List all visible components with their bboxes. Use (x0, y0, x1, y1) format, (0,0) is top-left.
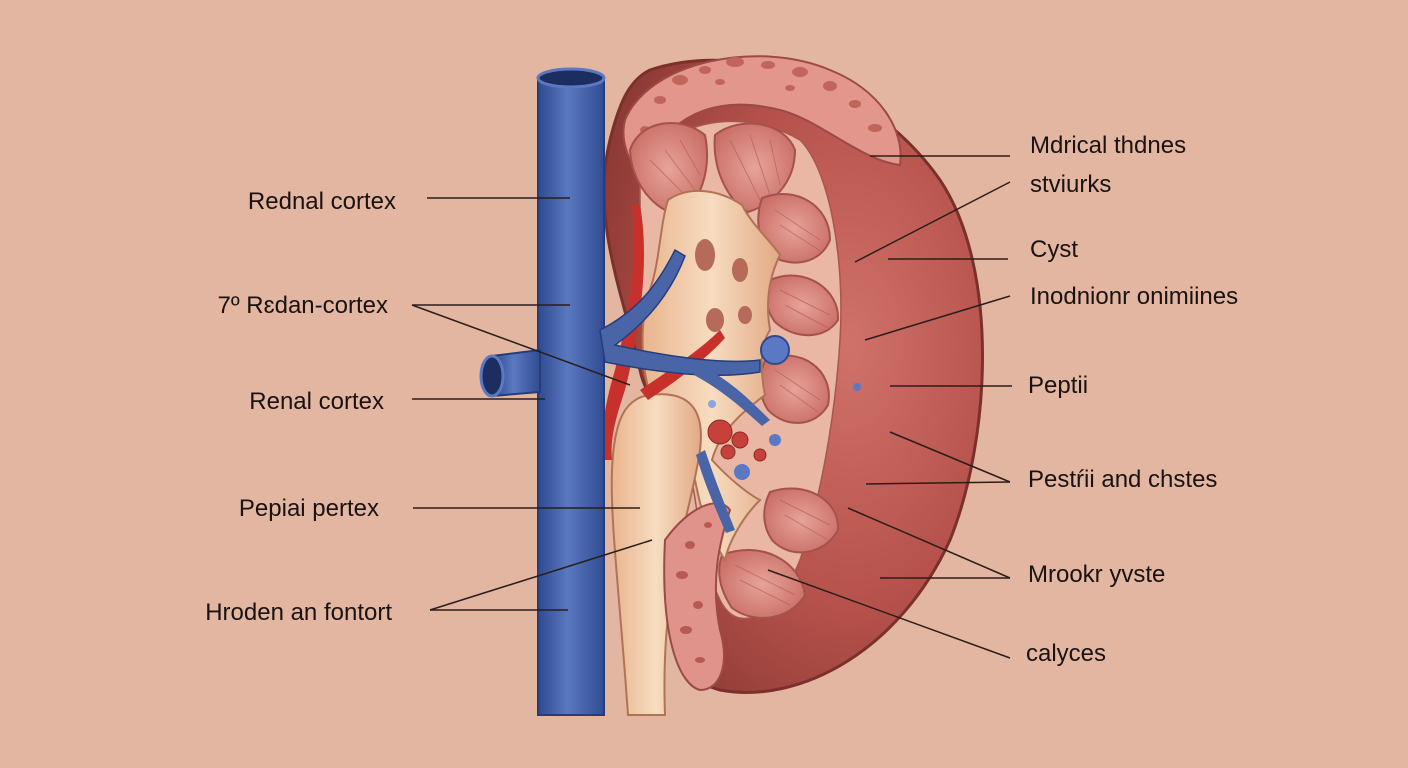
renal-pyramids (628, 122, 840, 619)
label-left-3: Renal cortex (249, 388, 384, 415)
label-right-5: Peptii (1028, 372, 1089, 399)
cluster-nodules (707, 419, 767, 462)
pyramid (763, 487, 840, 554)
label-right-3: Cyst (1030, 236, 1078, 263)
ureter (610, 393, 702, 716)
label-right-1: Mdrical thdnes (1030, 132, 1187, 159)
cortex-pores-bottom (676, 522, 712, 663)
cortex-pores (640, 57, 882, 134)
label-left-1: Rednal cortex (247, 188, 396, 215)
label-right-6: Pestŕii and chstes (1028, 466, 1218, 493)
pyramid (713, 122, 797, 214)
label-right-4: Inodnionr onimiines (1030, 283, 1239, 310)
label-right-7: Mrookr yvste (1028, 561, 1166, 588)
vena-cava (537, 77, 605, 716)
label-left-2: 7º Rɛdan-cortex (217, 292, 388, 319)
renal-artery (601, 205, 645, 460)
vein-branch (696, 450, 735, 533)
label-left-5: Hroden an fontort (205, 599, 392, 626)
leader-lines (411, 155, 1012, 659)
calyx-holes (695, 239, 752, 332)
vena-cava-opening (536, 67, 606, 89)
vein-branch (694, 365, 770, 426)
label-left-4: Pepiai pertex (238, 495, 379, 522)
cysts (708, 335, 861, 480)
pyramid (718, 549, 807, 619)
label-right-8: calyces (1026, 640, 1107, 667)
label-right-2: stviurks (1030, 171, 1112, 198)
